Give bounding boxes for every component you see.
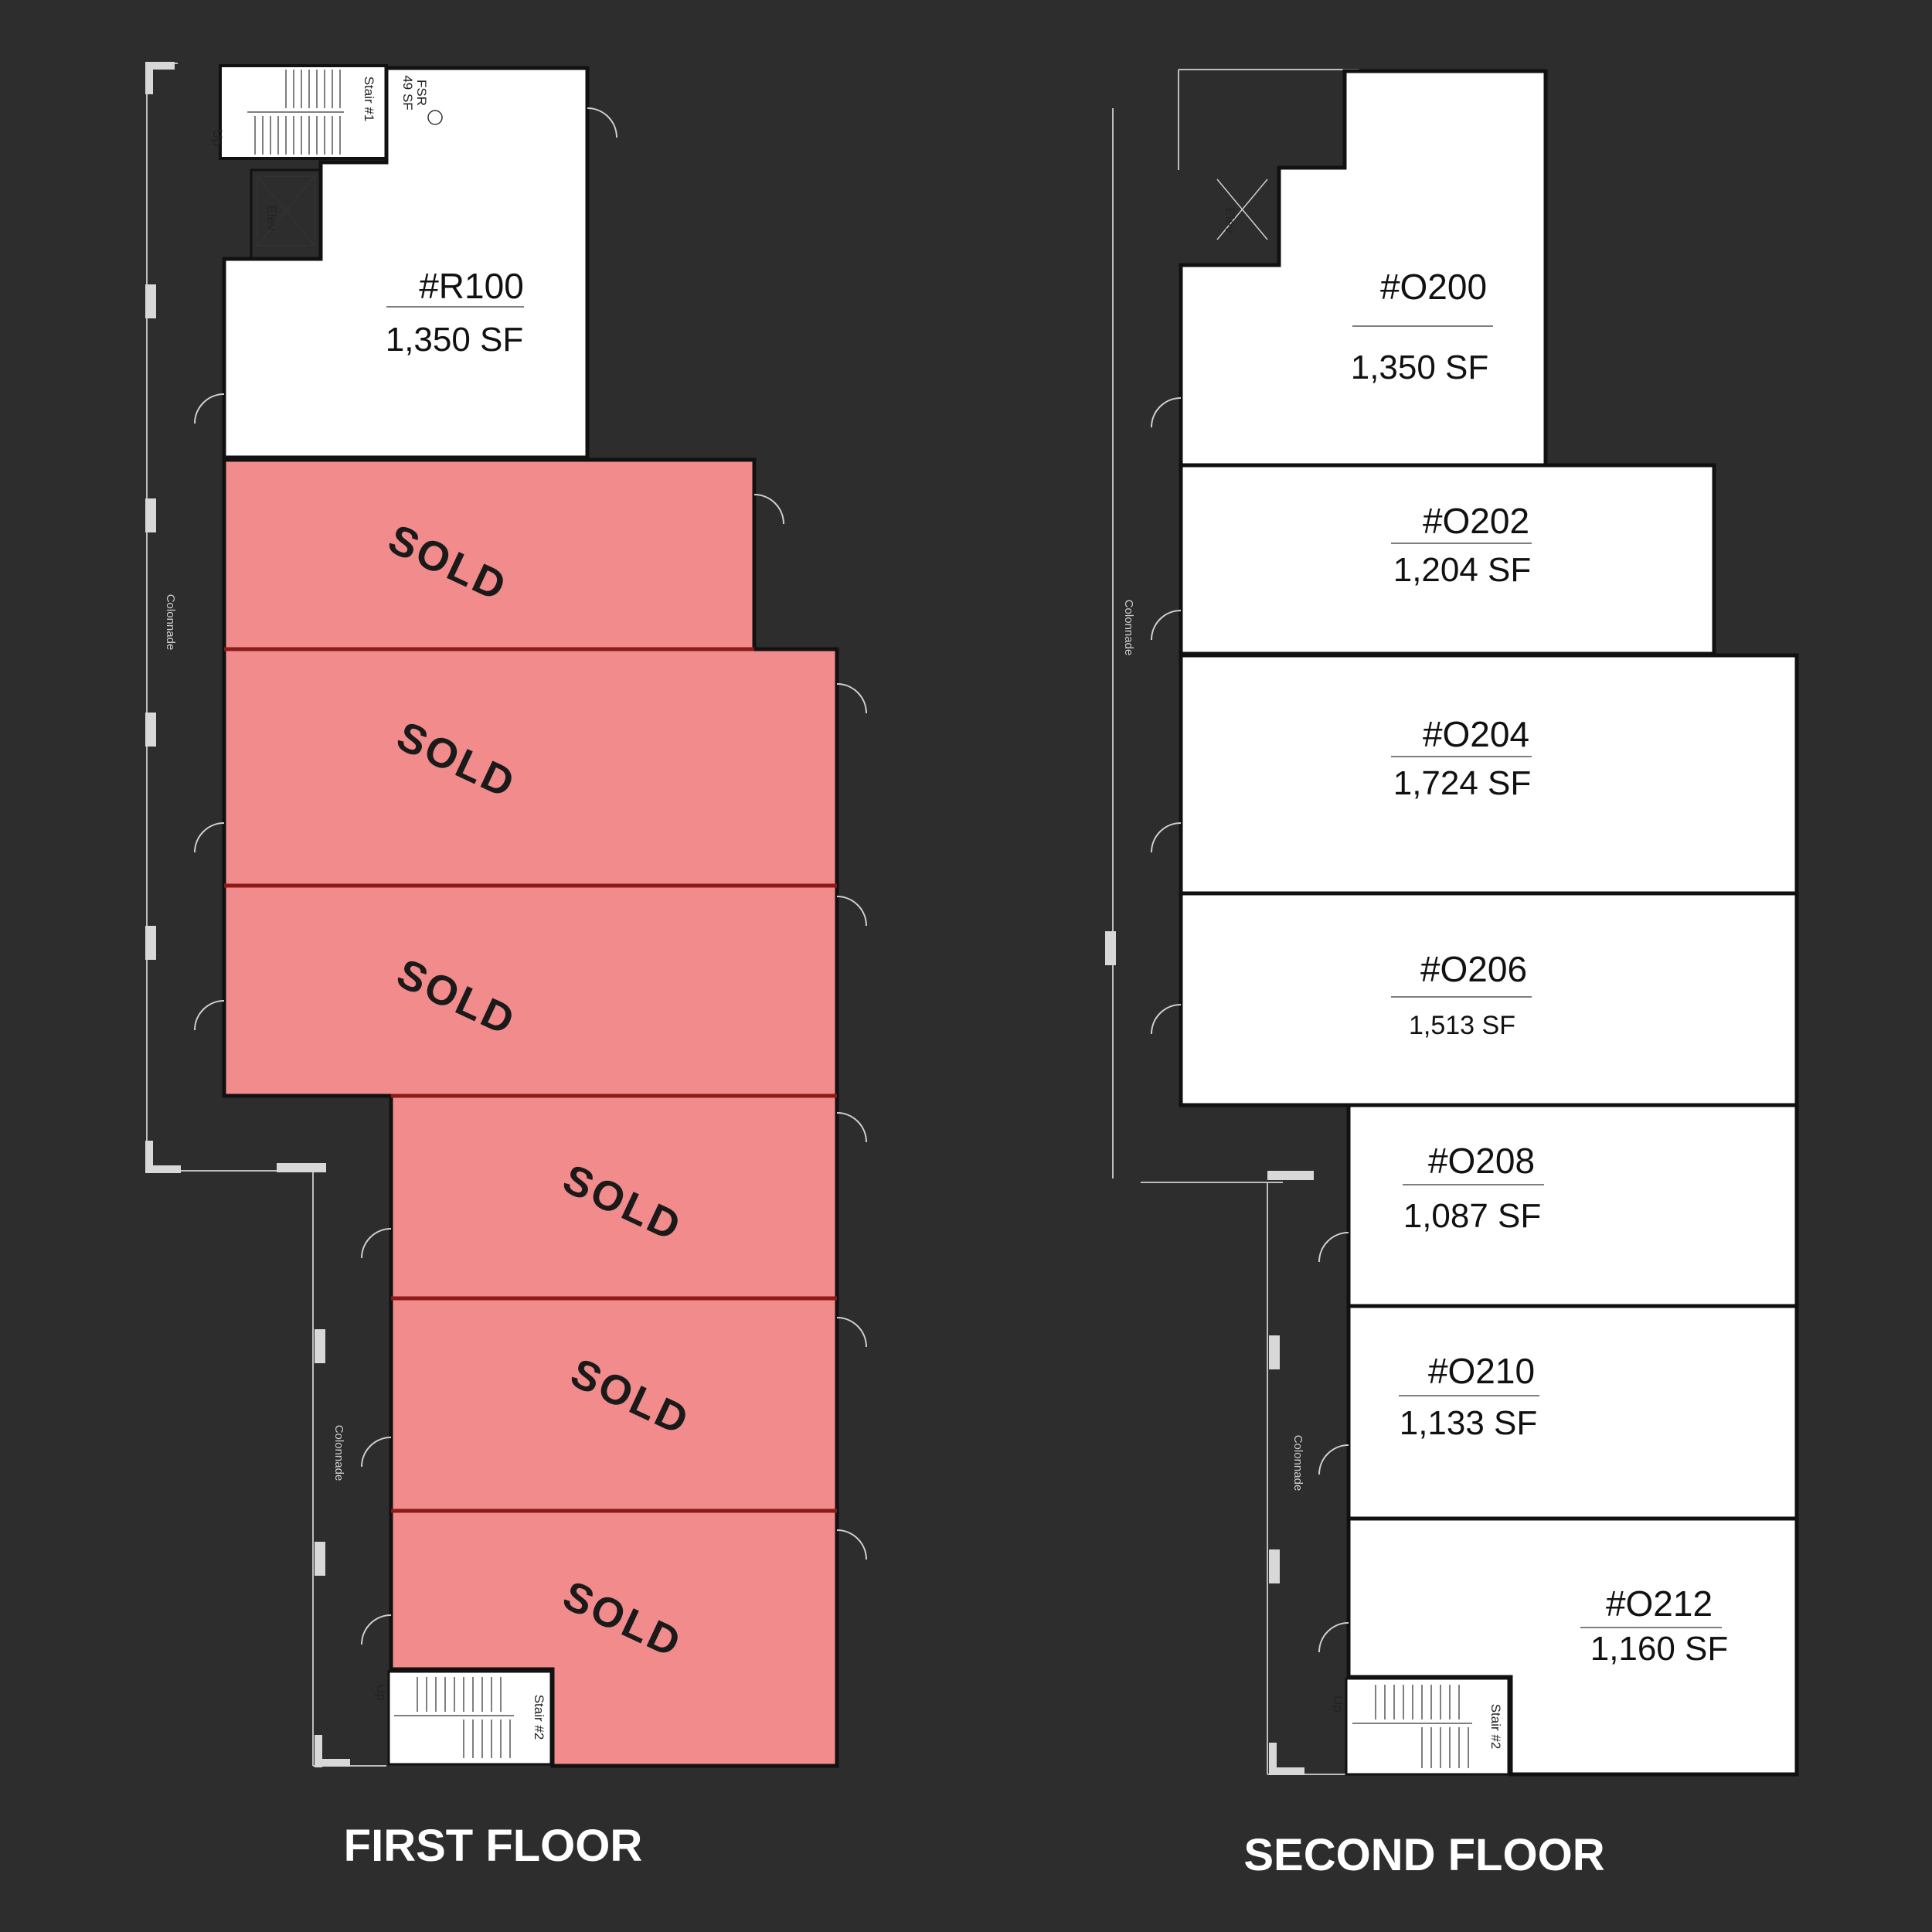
elevator: Elev: [250, 168, 322, 260]
unit-area: 1,350 SF: [386, 321, 524, 359]
unit-area: 1,724 SF: [1393, 764, 1532, 802]
unit-o200[interactable]: #O200 1,350 SF: [1179, 69, 1548, 468]
unit-area: 1,204 SF: [1393, 551, 1532, 589]
unit-number: #O208: [1428, 1141, 1535, 1181]
unit-number: #O212: [1606, 1583, 1713, 1624]
unit-o206[interactable]: #O206 1,513 SF: [1179, 891, 1799, 1107]
second-floor-plan: Colonnade Colonnade Elev #O200 1,350 SF …: [1105, 69, 1799, 1880]
unit-number: #R100: [419, 266, 524, 306]
elevator: Elev: [1216, 179, 1268, 240]
fsr-fixture-icon: [427, 110, 443, 125]
unit-o202[interactable]: #O202 1,204 SF: [1179, 463, 1716, 656]
door-swings: [1151, 397, 1349, 1653]
colonnade-columns: [1105, 931, 1314, 1775]
unit-area: 1,350 SF: [1351, 349, 1489, 386]
unit-number: #O206: [1420, 949, 1527, 989]
unit-o208[interactable]: #O208 1,087 SF: [1346, 1103, 1799, 1308]
unit-sold-3[interactable]: SOLD: [222, 883, 839, 1098]
elevator-label: Elev: [1223, 207, 1237, 233]
unit-sold-4[interactable]: SOLD: [389, 1094, 839, 1301]
unit-area: 1,513 SF: [1409, 1011, 1515, 1040]
colonnade-label-lower: Colonnade: [1291, 1435, 1304, 1492]
floor-title: SECOND FLOOR: [1243, 1830, 1604, 1880]
floor-title: FIRST FLOOR: [344, 1821, 643, 1871]
door-swings: [194, 107, 867, 1645]
unit-area: 1,160 SF: [1590, 1630, 1729, 1668]
colonnade-label-lower: Colonnade: [332, 1425, 345, 1481]
fsr-area: 49 SF: [400, 75, 415, 110]
unit-sold-1[interactable]: SOLD: [222, 457, 757, 651]
unit-sold-5[interactable]: SOLD: [389, 1296, 839, 1513]
elevator-label: Elev: [264, 205, 279, 231]
stair-2: Stair #2 Up: [1331, 1677, 1510, 1776]
unit-o204[interactable]: #O204 1,724 SF: [1179, 653, 1799, 896]
unit-sold-6[interactable]: SOLD: [389, 1509, 839, 1768]
unit-o210[interactable]: #O210 1,133 SF: [1346, 1304, 1799, 1521]
unit-number: #O202: [1423, 501, 1529, 541]
fsr-label: FSR: [414, 80, 429, 106]
up-label: Up: [374, 1684, 389, 1701]
stair-2-label: Stair #2: [532, 1695, 546, 1740]
colonnade-columns: [145, 62, 350, 1767]
first-floor-plan: Colonnade Colonnade Stair #1 Up: [145, 62, 867, 1871]
unit-number: #O204: [1423, 714, 1529, 754]
unit-area: 1,133 SF: [1400, 1404, 1538, 1442]
colonnade-label: Colonnade: [164, 594, 177, 651]
colonnade-upper: [1112, 69, 1359, 1775]
unit-number: #O210: [1428, 1351, 1535, 1391]
stair-2: Stair #2 Up: [374, 1670, 553, 1766]
stair-1: Stair #1 Up: [210, 64, 388, 160]
unit-r100[interactable]: FSR 49 SF #R100 1,350 SF: [222, 66, 590, 460]
unit-o212[interactable]: #O212 1,160 SF: [1346, 1516, 1799, 1777]
colonnade-label: Colonnade: [1122, 600, 1135, 656]
unit-area: 1,087 SF: [1403, 1197, 1542, 1235]
unit-sold-2[interactable]: SOLD: [222, 647, 839, 888]
unit-number: #O200: [1380, 267, 1487, 307]
stair-2-label: Stair #2: [1488, 1704, 1503, 1750]
up-label: Up: [1331, 1696, 1345, 1713]
up-label: Up: [210, 129, 225, 146]
stair-1-label: Stair #1: [362, 77, 376, 122]
